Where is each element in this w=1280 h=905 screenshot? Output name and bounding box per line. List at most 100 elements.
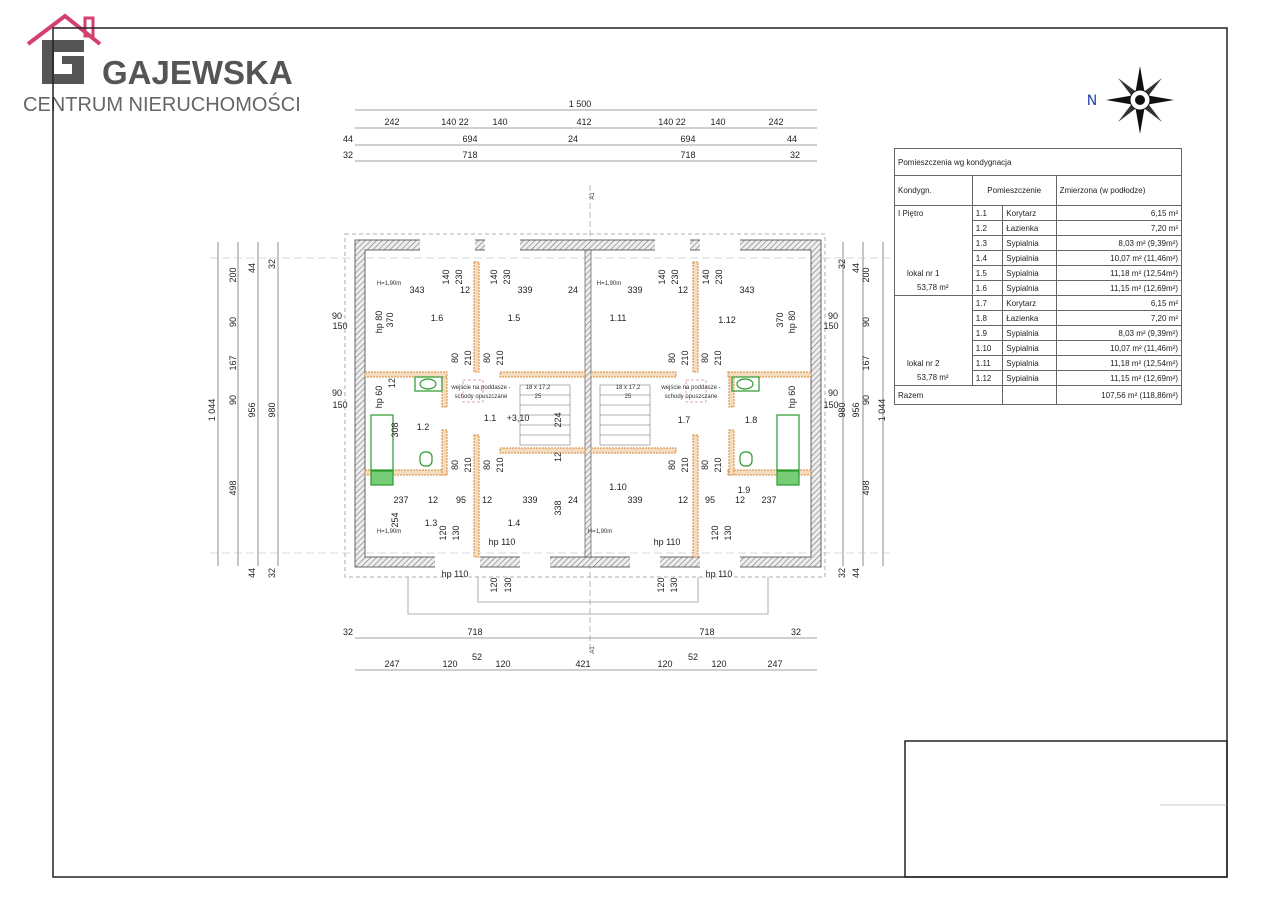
room-name: Łazienka (1002, 220, 1057, 236)
window-sill-note: hp 80 (374, 311, 384, 334)
dimension-label: 24 (568, 285, 578, 295)
dimension-label: 1 500 (569, 99, 592, 109)
door-dimension: 80 (482, 460, 492, 470)
dimension-label: 150 (332, 400, 347, 410)
dimension-label: 237 (393, 495, 408, 505)
door-dimension: 130 (503, 577, 513, 592)
dimension-label: 140 (492, 117, 507, 127)
header-area: Zmierzona (w podłodze) (1055, 175, 1183, 206)
dimension-label: 44 (787, 134, 797, 144)
dimension-label: 498 (228, 480, 238, 495)
door-dimension: 140 (657, 269, 667, 284)
dimension-label: 12 (387, 378, 397, 388)
dimension-label: 12 (428, 495, 438, 505)
room-number: 1.10 (609, 482, 627, 492)
room-name: Korytarz (1002, 295, 1057, 311)
dimension-label: 980 (267, 402, 277, 417)
room-number: 1.8 (971, 310, 1004, 326)
dimension-label: 956 (247, 402, 257, 417)
agency-logo: GAJEWSKA CENTRUM NIERUCHOMOŚCI (10, 10, 310, 120)
dimension-label: 718 (462, 150, 477, 160)
door-dimension: 80 (667, 353, 677, 363)
dimension-label: 200 (861, 267, 871, 282)
door-dimension: 80 (450, 460, 460, 470)
dimension-label: 32 (343, 150, 353, 160)
dimension-label: 370 (385, 312, 395, 327)
dimension-label: 44 (851, 263, 861, 273)
room-name: Korytarz (1002, 205, 1057, 221)
dimension-label: 90 (228, 317, 238, 327)
room-number: 1.5 (508, 313, 521, 323)
room-number: 1.3 (971, 235, 1004, 251)
dimension-label: 32 (837, 568, 847, 578)
dimension-label: 32 (837, 259, 847, 269)
dimension-label: 140 (710, 117, 725, 127)
door-dimension: 230 (670, 269, 680, 284)
dimension-label: 339 (627, 285, 642, 295)
dimension-label: 343 (409, 285, 424, 295)
room-number: 1.4 (508, 518, 521, 528)
title-block (904, 740, 1228, 878)
dimension-label: 167 (861, 355, 871, 370)
dimension-label: 90 (332, 388, 342, 398)
door-dimension: 120 (438, 525, 448, 540)
dimension-label: 308 (390, 422, 400, 437)
header-room: Pomieszczenie (971, 175, 1057, 206)
dimension-label: 254 (390, 512, 400, 527)
dimension-label: 1 044 (207, 399, 217, 422)
dimension-label: 32 (343, 627, 353, 637)
dimension-label: 498 (861, 480, 871, 495)
door-dimension: 120 (489, 577, 499, 592)
room-number: 1.7 (971, 295, 1004, 311)
door-dimension: 80 (700, 460, 710, 470)
room-area: 11,18 m² (12,54m²) (1055, 265, 1183, 281)
dimension-label: 1 044 (877, 399, 887, 422)
dimension-label: 24 (568, 495, 578, 505)
door-dimension: 120 (656, 577, 666, 592)
table-title: Pomieszczenia wg kondygnacja (894, 148, 1182, 176)
dimension-label: 237 (761, 495, 776, 505)
room-name: Sypialnia (1002, 265, 1057, 281)
room-area: 7,20 m² (1055, 220, 1183, 236)
dimension-label: 52 (688, 652, 698, 662)
dimension-label: 242 (384, 117, 399, 127)
room-area: 6,15 m² (1055, 205, 1183, 221)
dimension-label: 12 (482, 495, 492, 505)
door-dimension: 210 (713, 457, 723, 472)
dimension-label: 224 (553, 412, 563, 427)
room-name: Sypialnia (1002, 370, 1057, 386)
compass-north-arrow-icon (1106, 66, 1174, 134)
dimension-label: 694 (462, 134, 477, 144)
dimension-label: 120 (657, 659, 672, 669)
dimension-label: 140 22 (658, 117, 686, 127)
room-number: 1.7 (678, 415, 691, 425)
room-number: 1.12 (718, 315, 736, 325)
dimension-label: 956 (851, 402, 861, 417)
window-sill-note: hp 110 (654, 537, 681, 547)
dimension-label: 120 (495, 659, 510, 669)
door-dimension: 140 (489, 269, 499, 284)
unit-name: lokal nr 2 (894, 355, 973, 371)
dimension-label: 90 (228, 395, 238, 405)
dimension-label: 32 (267, 259, 277, 269)
room-name: Sypialnia (1002, 235, 1057, 251)
dimension-label: 90 (332, 311, 342, 321)
window-sill-note: hp 60 (787, 386, 797, 409)
dimension-label: 167 (228, 355, 238, 370)
dimension-label: 200 (228, 267, 238, 282)
dimension-label: 339 (627, 495, 642, 505)
floor-label: I Piętro (894, 205, 973, 221)
room-number: 1.2 (971, 220, 1004, 236)
window-sill-note: hp 60 (374, 386, 384, 409)
ceiling-height-note: H=1,90m (597, 281, 622, 287)
dimension-label: 90 (861, 395, 871, 405)
ceiling-height-note: H=1,90m (377, 281, 402, 287)
dimension-label: 718 (699, 627, 714, 637)
dimension-label: 24 (568, 134, 578, 144)
ceiling-height-note: H=1,90m (588, 529, 613, 535)
